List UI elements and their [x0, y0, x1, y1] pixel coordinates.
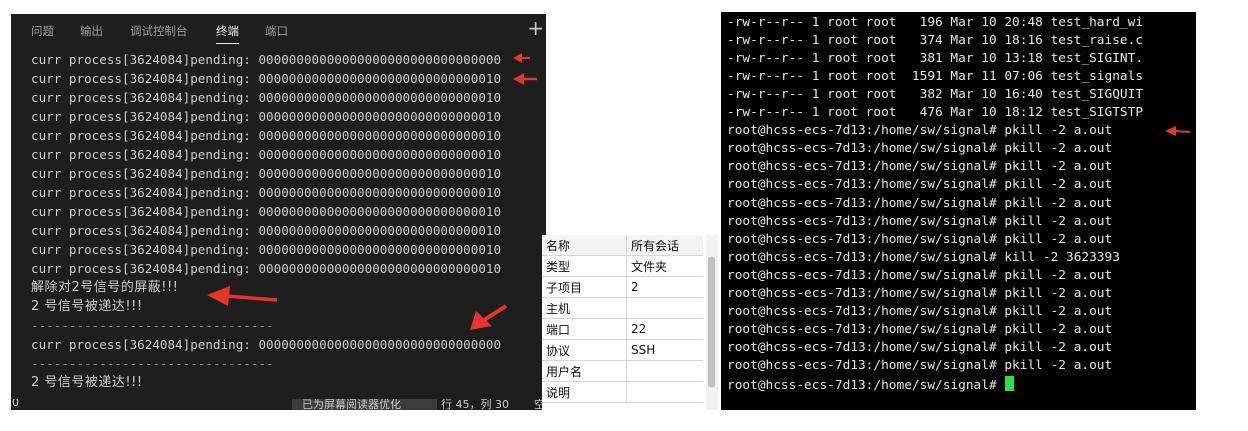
terminal-line: curr process[3624084]pending: 0000000000… — [31, 147, 502, 162]
tab-debug-console[interactable]: 调试控制台 — [130, 24, 188, 38]
terminal-line: root@hcss-ecs-7d13:/home/sw/signal# pkil… — [727, 123, 1113, 138]
status-item-left[interactable]: 0 — [12, 399, 19, 409]
terminal-line: curr process[3624084]pending: 0000000000… — [31, 204, 502, 219]
separator-line: -------------------------------- — [31, 356, 274, 371]
property-key: 名称 — [542, 235, 627, 256]
terminal-line: root@hcss-ecs-7d13:/home/sw/signal# pkil… — [727, 268, 1113, 283]
tab-ports[interactable]: 端口 — [265, 24, 288, 38]
property-value: SSH — [626, 339, 703, 361]
status-bar: 0 已为屏幕阅读器优化 行 45，列 30 空 — [11, 399, 546, 410]
terminal-line: root@hcss-ecs-7d13:/home/sw/signal# kill… — [727, 250, 1120, 265]
terminal-line: -rw-r--r-- 1 root root 382 Mar 10 16:40 … — [727, 87, 1144, 102]
terminal-line: root@hcss-ecs-7d13:/home/sw/signal# pkil… — [727, 358, 1113, 373]
table-row[interactable]: 主机 — [542, 297, 703, 319]
property-value — [626, 297, 703, 319]
screen-reader-label: 已为屏幕阅读器优化 — [302, 399, 401, 410]
terminal-line: root@hcss-ecs-7d13:/home/sw/signal# pkil… — [727, 340, 1113, 355]
vscode-terminal-panel: 问题 输出 调试控制台 终端 端口 + curr process[3624084… — [11, 14, 546, 410]
terminal-line: curr process[3624084]pending: 0000000000… — [31, 337, 502, 352]
property-value: 所有会话 — [626, 235, 703, 256]
tab-output[interactable]: 输出 — [80, 24, 103, 38]
terminal-line: curr process[3624084]pending: 0000000000… — [31, 90, 502, 105]
table-row[interactable]: 类型文件夹 — [542, 255, 703, 277]
terminal-prompt-line[interactable]: root@hcss-ecs-7d13:/home/sw/signal# — [727, 376, 1015, 395]
terminal-line: root@hcss-ecs-7d13:/home/sw/signal# pkil… — [727, 177, 1113, 192]
indentation-status[interactable]: 空 — [534, 399, 545, 410]
terminal-line: root@hcss-ecs-7d13:/home/sw/signal# pkil… — [727, 141, 1113, 156]
terminal-line: root@hcss-ecs-7d13:/home/sw/signal# pkil… — [727, 159, 1113, 174]
property-key: 协议 — [542, 339, 627, 361]
terminal-line: -rw-r--r-- 1 root root 1591 Mar 11 07:06… — [727, 69, 1144, 84]
property-value — [626, 381, 703, 403]
terminal-line: curr process[3624084]pending: 0000000000… — [31, 71, 502, 86]
terminal-line: root@hcss-ecs-7d13:/home/sw/signal# pkil… — [727, 286, 1113, 301]
tab-terminal[interactable]: 终端 — [216, 24, 239, 44]
signal-delivered-line: 2 号信号被递达!!! — [31, 375, 143, 390]
properties-scrollbar[interactable] — [706, 235, 718, 410]
terminal-line: root@hcss-ecs-7d13:/home/sw/signal# pkil… — [727, 322, 1113, 337]
property-key: 用户名 — [542, 360, 627, 382]
terminal-line: curr process[3624084]pending: 0000000000… — [31, 223, 502, 238]
terminal-line: -rw-r--r-- 1 root root 374 Mar 10 18:16 … — [727, 33, 1144, 48]
property-key: 端口 — [542, 318, 627, 340]
property-value: 2 — [626, 276, 703, 298]
cursor-position-status[interactable]: 行 45，列 30 — [441, 399, 509, 410]
terminal-line: curr process[3624084]pending: 0000000000… — [31, 52, 502, 67]
property-key: 子项目 — [542, 276, 627, 298]
tab-problems[interactable]: 问题 — [31, 24, 54, 38]
panel-tab-bar: 问题 输出 调试控制台 终端 端口 + — [11, 14, 546, 48]
terminal-line: curr process[3624084]pending: 0000000000… — [31, 185, 502, 200]
property-key: 主机 — [542, 297, 627, 319]
unblock-message-line: 解除对2号信号的屏蔽!!! — [31, 280, 179, 295]
ssh-terminal[interactable]: -rw-r--r-- 1 root root 196 Mar 10 20:48 … — [721, 12, 1196, 410]
terminal-line: -rw-r--r-- 1 root root 381 Mar 10 13:18 … — [727, 51, 1144, 66]
scrollbar-thumb[interactable] — [708, 257, 715, 387]
new-terminal-plus-icon[interactable]: + — [527, 16, 544, 40]
terminal-line: root@hcss-ecs-7d13:/home/sw/signal# pkil… — [727, 214, 1113, 229]
property-value: 文件夹 — [626, 255, 703, 277]
terminal-line: curr process[3624084]pending: 0000000000… — [31, 166, 502, 181]
terminal-line: curr process[3624084]pending: 0000000000… — [31, 128, 502, 143]
property-key: 类型 — [542, 255, 627, 277]
property-value — [626, 360, 703, 382]
terminal-line: root@hcss-ecs-7d13:/home/sw/signal# pkil… — [727, 196, 1113, 211]
screen-reader-status[interactable]: 已为屏幕阅读器优化 — [292, 399, 437, 410]
table-row[interactable]: 用户名 — [542, 360, 703, 382]
terminal-prompt: root@hcss-ecs-7d13:/home/sw/signal# — [727, 378, 1005, 393]
table-row[interactable]: 说明 — [542, 381, 703, 403]
property-key: 说明 — [542, 381, 627, 403]
terminal-line: curr process[3624084]pending: 0000000000… — [31, 109, 502, 124]
terminal-line: curr process[3624084]pending: 0000000000… — [31, 242, 502, 257]
terminal-line: root@hcss-ecs-7d13:/home/sw/signal# pkil… — [727, 232, 1113, 247]
property-value: 22 — [626, 318, 703, 340]
terminal-line: -rw-r--r-- 1 root root 476 Mar 10 18:12 … — [727, 105, 1144, 120]
terminal-line: -rw-r--r-- 1 root root 196 Mar 10 20:48 … — [727, 15, 1144, 30]
terminal-cursor — [1005, 376, 1015, 391]
table-row[interactable]: 名称所有会话 — [542, 235, 703, 256]
terminal-line: root@hcss-ecs-7d13:/home/sw/signal# pkil… — [727, 304, 1113, 319]
separator-line: -------------------------------- — [31, 318, 274, 333]
terminal-line: curr process[3624084]pending: 0000000000… — [31, 261, 502, 276]
signal-delivered-line: 2 号信号被递达!!! — [31, 299, 143, 314]
